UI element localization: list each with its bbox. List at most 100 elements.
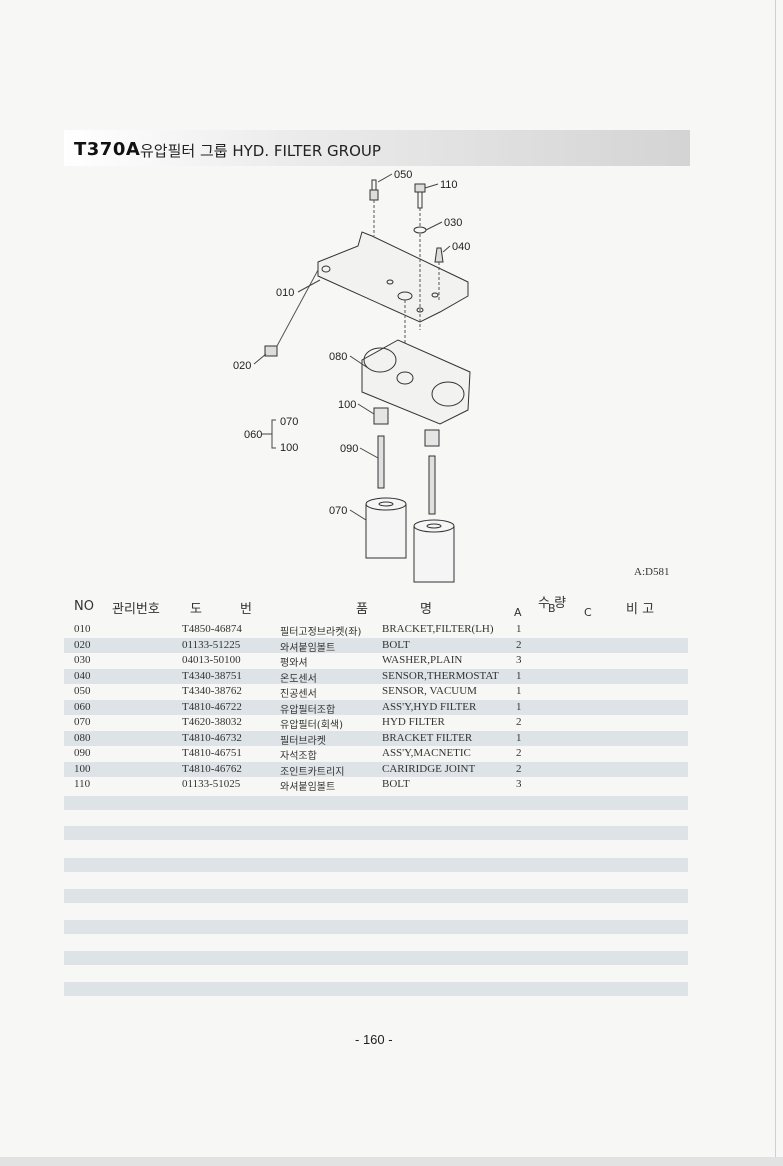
callout-060: 060 — [244, 429, 262, 441]
empty-row — [64, 826, 688, 840]
callout-070-bracket: 070 — [280, 416, 298, 428]
cell-korean-name: 온도센서 — [280, 673, 317, 685]
cell-english-name: BRACKET FILTER — [382, 731, 473, 744]
callout-080: 080 — [329, 351, 347, 363]
filter-head — [361, 339, 471, 425]
filter-right — [413, 519, 455, 583]
cell-korean-name: 조인트카트리지 — [280, 766, 345, 778]
table-header: NO 관리번호 도 번 품 명 수 량 A B C 비 고 — [64, 592, 688, 622]
cell-no: 100 — [74, 762, 91, 775]
empty-row — [64, 858, 688, 872]
empty-row — [64, 889, 688, 903]
cell-qty-a: 1 — [516, 669, 522, 682]
callout-100-bracket: 100 — [280, 442, 298, 454]
cell-no: 080 — [74, 731, 91, 744]
joint-cartridge-right — [424, 429, 440, 447]
header-no: NO — [74, 599, 94, 614]
cell-no: 030 — [74, 654, 91, 666]
cell-part-number: T4850-46874 — [182, 623, 242, 635]
section-header-bar — [64, 130, 690, 166]
table-body: 010 T4850-46874 필터고정브라켓(좌) BRACKET,FILTER(L… — [64, 622, 688, 793]
callout-040: 040 — [452, 241, 470, 253]
cell-part-number: T4810-46732 — [182, 731, 242, 744]
empty-row — [64, 920, 688, 934]
cell-part-number: 01133-51025 — [182, 778, 241, 790]
cell-english-name: WASHER,PLAIN — [382, 654, 463, 666]
filter-left — [365, 497, 407, 559]
cell-no: 110 — [74, 778, 91, 790]
vacuum-sensor — [369, 189, 379, 201]
bracket-plate — [317, 231, 469, 323]
header-remark: 비 고 — [626, 602, 655, 617]
cell-korean-name: 평와셔 — [280, 658, 308, 669]
cell-english-name: CARIRIDGE JOINT — [382, 762, 476, 775]
empty-row — [64, 951, 688, 965]
cell-part-number: T4810-46762 — [182, 762, 242, 775]
callout-020: 020 — [233, 360, 251, 372]
cell-part-number: T4810-46722 — [182, 700, 242, 713]
cell-no: 070 — [74, 716, 91, 728]
cell-korean-name: 필터고정브라켓(좌) — [280, 627, 362, 638]
callout-090: 090 — [340, 443, 358, 455]
callout-110: 110 — [440, 179, 458, 191]
cell-part-number: T4340-38751 — [182, 669, 242, 682]
cell-english-name: SENSOR, VACUUM — [382, 685, 477, 697]
cell-no: 060 — [74, 700, 91, 713]
bolt-110 — [414, 183, 426, 193]
joint-cartridge-left — [373, 407, 389, 425]
magnetic-right — [428, 455, 436, 515]
cell-qty-a: 3 — [516, 654, 522, 666]
cell-no: 010 — [74, 623, 91, 635]
table-row: 080 T4810-46732 필터브라켓 BRACKET FILTER 1 — [64, 730, 688, 747]
cell-korean-name: 와셔붙임볼트 — [280, 782, 336, 793]
header-qty-b: B — [548, 602, 556, 615]
magnetic-left — [377, 435, 385, 489]
header-quantity: 수 량 — [538, 596, 567, 611]
group-title: 유압필터 그룹 HYD. FILTER GROUP — [140, 142, 381, 160]
cell-english-name: BOLT — [382, 638, 410, 651]
cell-no: 090 — [74, 747, 91, 759]
header-name-pum: 품 — [356, 602, 368, 617]
callout-100-upper: 100 — [338, 399, 356, 411]
cell-qty-a: 2 — [516, 762, 522, 775]
cell-english-name: BRACKET,FILTER(LH) — [382, 623, 494, 635]
cell-english-name: ASS'Y,HYD FILTER — [382, 700, 477, 713]
cell-part-number: T4810-46751 — [182, 747, 242, 759]
cell-no: 020 — [74, 638, 91, 651]
table-row: 030 04013-50100 평와셔 WASHER,PLAIN 3 — [64, 653, 688, 669]
table-row: 100 T4810-46762 조인트카트리지 CARIRIDGE JOINT 2 — [64, 761, 688, 778]
cell-part-number: T4340-38762 — [182, 685, 242, 697]
exploded-parts-diagram: 050 110 030 040 010 020 080 100 060 070 … — [233, 169, 471, 583]
cell-part-number: 01133-51225 — [182, 638, 241, 651]
callout-070: 070 — [329, 505, 347, 517]
cell-english-name: SENSOR,THERMOSTAT — [382, 669, 499, 682]
table-row: 010 T4850-46874 필터고정브라켓(좌) BRACKET,FILTER(L… — [64, 622, 688, 638]
thermostat-sensor — [434, 247, 444, 263]
header-qty-a: A — [514, 606, 522, 619]
illustration-code: A:D581 — [634, 566, 670, 578]
cell-korean-name: 유압필터(회색) — [280, 720, 344, 731]
cell-english-name: HYD FILTER — [382, 716, 445, 728]
cell-qty-a: 2 — [516, 747, 522, 759]
cell-qty-a: 2 — [516, 638, 522, 651]
parts-table: NO 관리번호 도 번 품 명 수 량 A B C 비 고 010 T4850-4… — [64, 592, 688, 793]
header-name-myeong: 명 — [420, 602, 432, 617]
cell-part-number: 04013-50100 — [182, 654, 241, 666]
header-qty-c: C — [584, 606, 592, 619]
callout-050: 050 — [394, 169, 412, 181]
cell-korean-name: 필터브라켓 — [280, 735, 326, 747]
bolt-020 — [264, 345, 278, 357]
header-drawing-beon: 번 — [240, 602, 252, 617]
page-edge — [775, 0, 776, 1166]
cell-qty-a: 1 — [516, 731, 522, 744]
cell-english-name: ASS'Y,MACNETIC — [382, 747, 471, 759]
empty-row — [64, 796, 688, 810]
header-mgmt-no: 관리번호 — [112, 602, 160, 617]
cell-korean-name: 진공센서 — [280, 689, 317, 700]
